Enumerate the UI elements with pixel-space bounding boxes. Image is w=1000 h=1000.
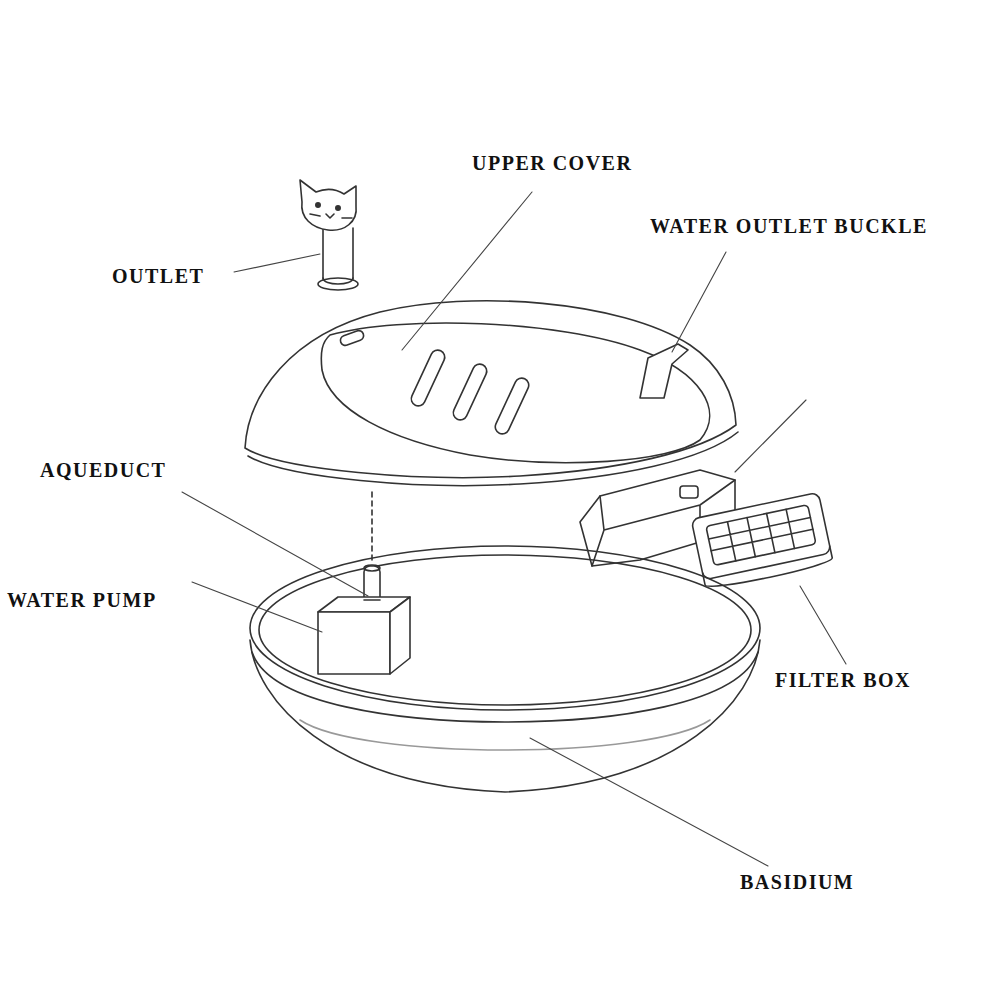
part-label: FILTER BOX [773,667,913,693]
part-label: WATER PUMP [5,587,159,613]
leader-lines [182,192,846,866]
part-label: AQUEDUCT [38,457,168,483]
filter-box-figure [691,492,833,590]
part-label: UPPER COVER [470,150,634,176]
outlet-figure [300,180,358,290]
buckle-figure [640,344,688,398]
basin-figure [250,546,760,792]
upper-cover-figure [245,301,738,486]
pump-figure [318,565,410,674]
part-label: WATER OUTLET BUCKLE [648,213,930,239]
part-label: BASIDIUM [738,869,856,895]
part-label: OUTLET [110,263,206,289]
